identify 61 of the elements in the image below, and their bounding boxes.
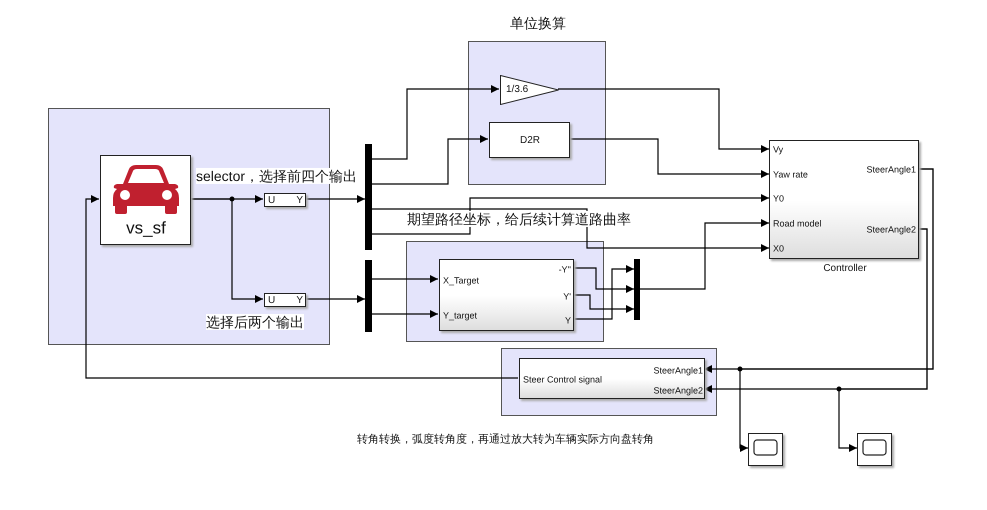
gain-triangle bbox=[500, 75, 559, 105]
block bbox=[264, 293, 306, 307]
signal-line bbox=[573, 294, 634, 313]
port-label: Y bbox=[564, 316, 571, 326]
signal-line bbox=[372, 135, 488, 185]
port-label: X0 bbox=[773, 244, 784, 254]
port-label: SteerAngle2 bbox=[866, 226, 916, 234]
signal-line bbox=[305, 295, 365, 303]
port-label: U bbox=[268, 196, 276, 206]
signal-line bbox=[85, 195, 518, 379]
mux-bar bbox=[365, 260, 372, 332]
block-label: vs_sf bbox=[126, 220, 166, 236]
port-label: U bbox=[268, 296, 276, 306]
signal-line bbox=[838, 228, 928, 452]
signal-line bbox=[640, 219, 769, 290]
scope-block bbox=[748, 433, 783, 466]
annotation-text: 转角转换，弧度转角度，再通过放大转为车辆实际方向盘转角 bbox=[357, 434, 654, 446]
signal-line bbox=[573, 267, 634, 293]
signal-line bbox=[372, 85, 499, 160]
signal-line bbox=[372, 208, 769, 252]
block bbox=[264, 193, 306, 207]
subsystem-block bbox=[439, 259, 574, 331]
signal-line bbox=[372, 194, 769, 235]
scope-block bbox=[857, 433, 892, 466]
port-label: Yaw rate bbox=[773, 170, 808, 180]
port-label: -Y'' bbox=[558, 266, 571, 274]
annotation-text: selector，选择前四个输出 bbox=[196, 168, 358, 184]
shaded-area bbox=[406, 241, 604, 342]
mux-bar bbox=[365, 144, 372, 250]
shaded-area bbox=[48, 108, 330, 345]
port-label: Y0 bbox=[773, 194, 784, 204]
signal-line bbox=[372, 310, 438, 318]
port-label: Steer Control signal bbox=[523, 376, 602, 384]
port-label: SteerAngle1 bbox=[653, 366, 703, 376]
port-label: X_Target bbox=[443, 276, 480, 286]
block-label: D2R bbox=[520, 136, 540, 146]
subsystem-block bbox=[519, 358, 705, 399]
signal-line bbox=[372, 275, 438, 283]
shaded-area bbox=[501, 348, 717, 416]
signal-line bbox=[569, 138, 769, 178]
port-label: Vy bbox=[773, 146, 784, 154]
gain-value: 1/3.6 bbox=[506, 85, 528, 95]
annotation-text: 期望路径坐标，给后续计算道路曲率 bbox=[407, 210, 631, 228]
port-label: Road model bbox=[773, 220, 822, 228]
signal-line bbox=[739, 168, 934, 452]
signal-line bbox=[190, 198, 263, 303]
signal-line bbox=[305, 195, 365, 203]
signal-line bbox=[573, 265, 634, 320]
block bbox=[100, 155, 191, 245]
port-label: SteerAngle2 bbox=[653, 386, 703, 396]
block-name: Controller bbox=[823, 264, 867, 274]
port-label: SteerAngle1 bbox=[866, 166, 916, 174]
signal-line bbox=[558, 88, 769, 153]
port-label: Y' bbox=[563, 292, 571, 302]
annotation-text: 选择后两个输出 bbox=[206, 314, 304, 330]
port-label: Y bbox=[296, 296, 303, 306]
area-title: 单位换算 bbox=[510, 16, 566, 30]
mux-bar bbox=[634, 259, 640, 320]
port-label: Y bbox=[296, 196, 303, 206]
port-label: Y_target bbox=[443, 312, 478, 320]
block bbox=[489, 122, 570, 158]
